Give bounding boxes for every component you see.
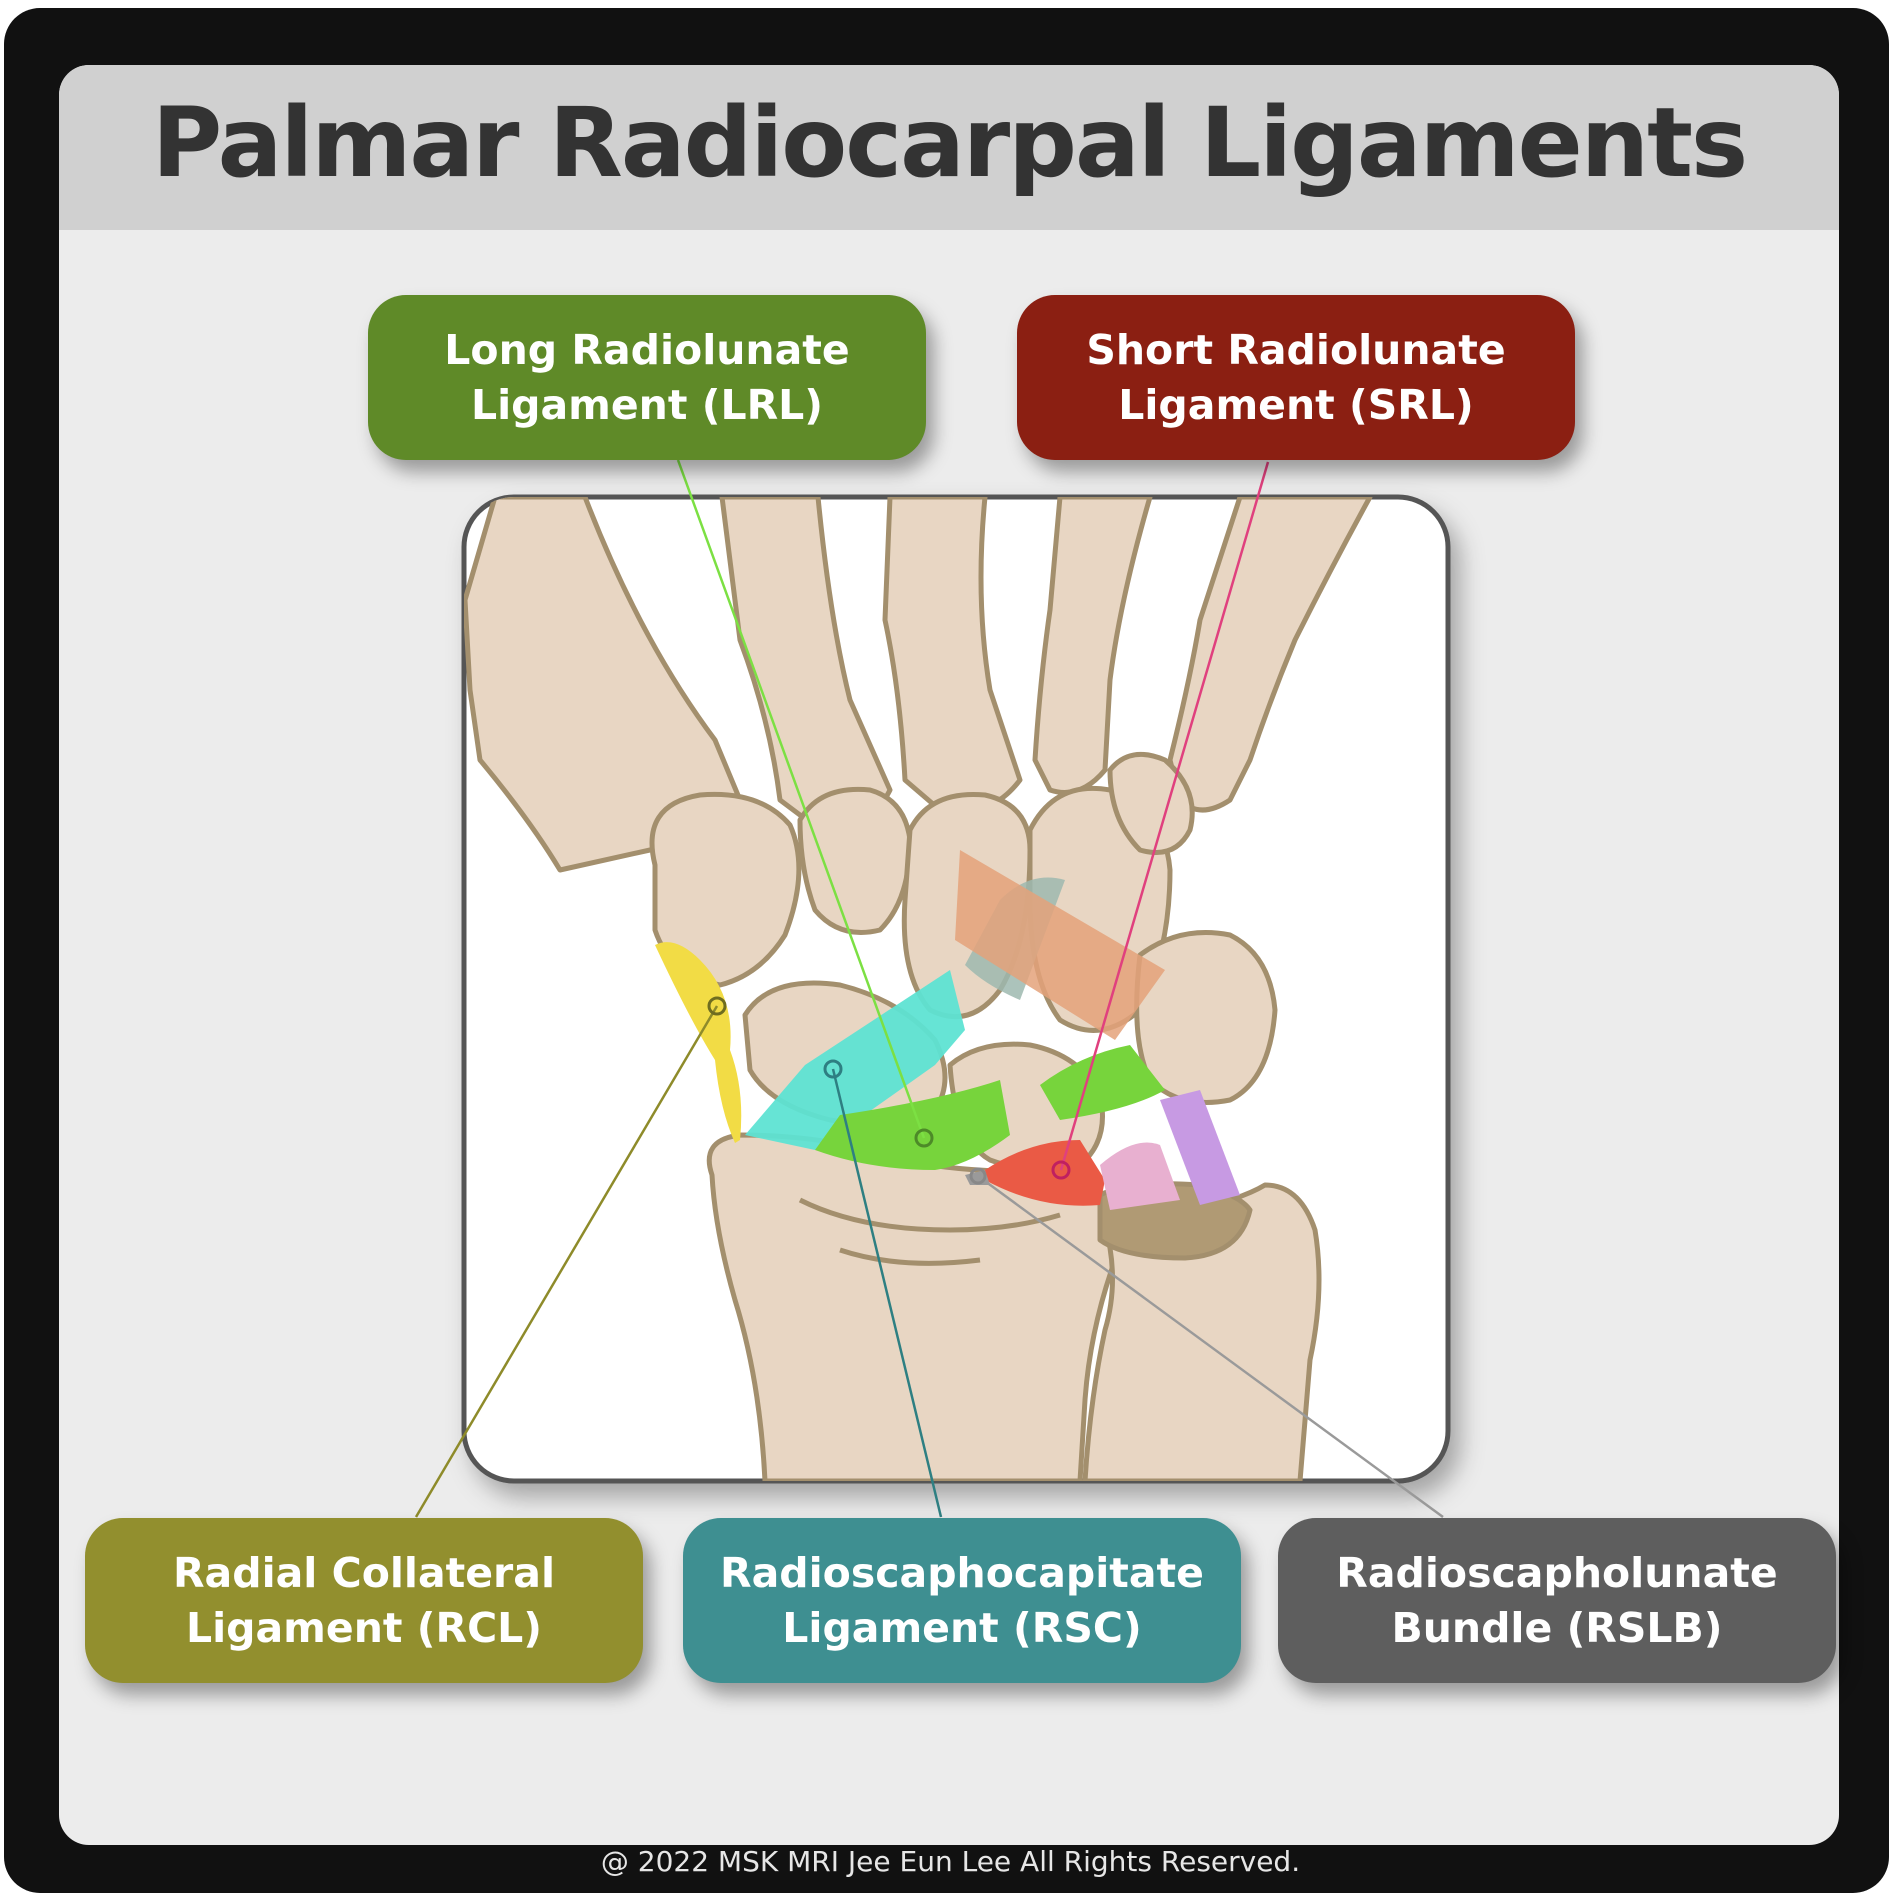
triquetrum [1134, 930, 1278, 1105]
rsc-label-line2: Ligament (RSC) [782, 1603, 1142, 1652]
rsc-leader-dot [823, 1059, 843, 1079]
metacarpal-5 [1167, 497, 1373, 813]
lrl-label-line2: Ligament (LRL) [470, 380, 824, 429]
rslb-label-line1: Radioscapholunate [1336, 1548, 1778, 1597]
rcl-leader-dot [707, 996, 727, 1016]
rslb-label-line2: Bundle (RSLB) [1391, 1603, 1723, 1652]
rsc-label: Radioscaphocapitate Ligament (RSC) [683, 1518, 1241, 1683]
pisiform [1107, 751, 1195, 855]
srl-ligament [985, 1140, 1105, 1206]
lrl-leader-line [676, 459, 926, 1139]
lrl-label-line1: Long Radiolunate [444, 325, 850, 374]
rcl-label-line2: Ligament (RCL) [185, 1603, 543, 1652]
rcl-leader-line [414, 1005, 719, 1518]
srl-ligament-ulnar [1100, 1142, 1180, 1210]
rslb-leader-line [977, 1174, 1444, 1519]
rcl-label: Radial Collateral Ligament (RCL) [85, 1518, 643, 1683]
lrl-ligament-lateral [1040, 1045, 1165, 1120]
rslb-label: Radioscapholunate Bundle (RSLB) [1278, 1518, 1836, 1683]
ulnocarpal-ligament [1160, 1090, 1240, 1205]
srl-label-line1: Short Radiolunate [1086, 325, 1506, 374]
srl-leader-dot [1051, 1160, 1071, 1180]
rsc-leader-line [831, 1068, 943, 1518]
copyright-footer: @ 2022 MSK MRI Jee Eun Lee All Rights Re… [600, 1845, 1301, 1878]
rsc-label-line1: Radioscaphocapitate [720, 1548, 1204, 1597]
page-title: Palmar Radiocarpal Ligaments [151, 87, 1748, 199]
srl-label-line2: Ligament (SRL) [1118, 380, 1474, 429]
rcl-label-line1: Radial Collateral [172, 1548, 555, 1597]
rcl-ligament [655, 942, 742, 1143]
lrl-label: Long Radiolunate Ligament (LRL) [368, 295, 926, 460]
title-band [59, 65, 1839, 230]
srl-label: Short Radiolunate Ligament (SRL) [1017, 295, 1575, 460]
rsc-ligament [745, 970, 965, 1150]
lrl-ligament [815, 1080, 1010, 1170]
lrl-leader-dot [914, 1128, 934, 1148]
trapezoid [797, 786, 913, 935]
srl-leader-line [1059, 461, 1270, 1171]
rslb-leader-dot [969, 1167, 987, 1185]
